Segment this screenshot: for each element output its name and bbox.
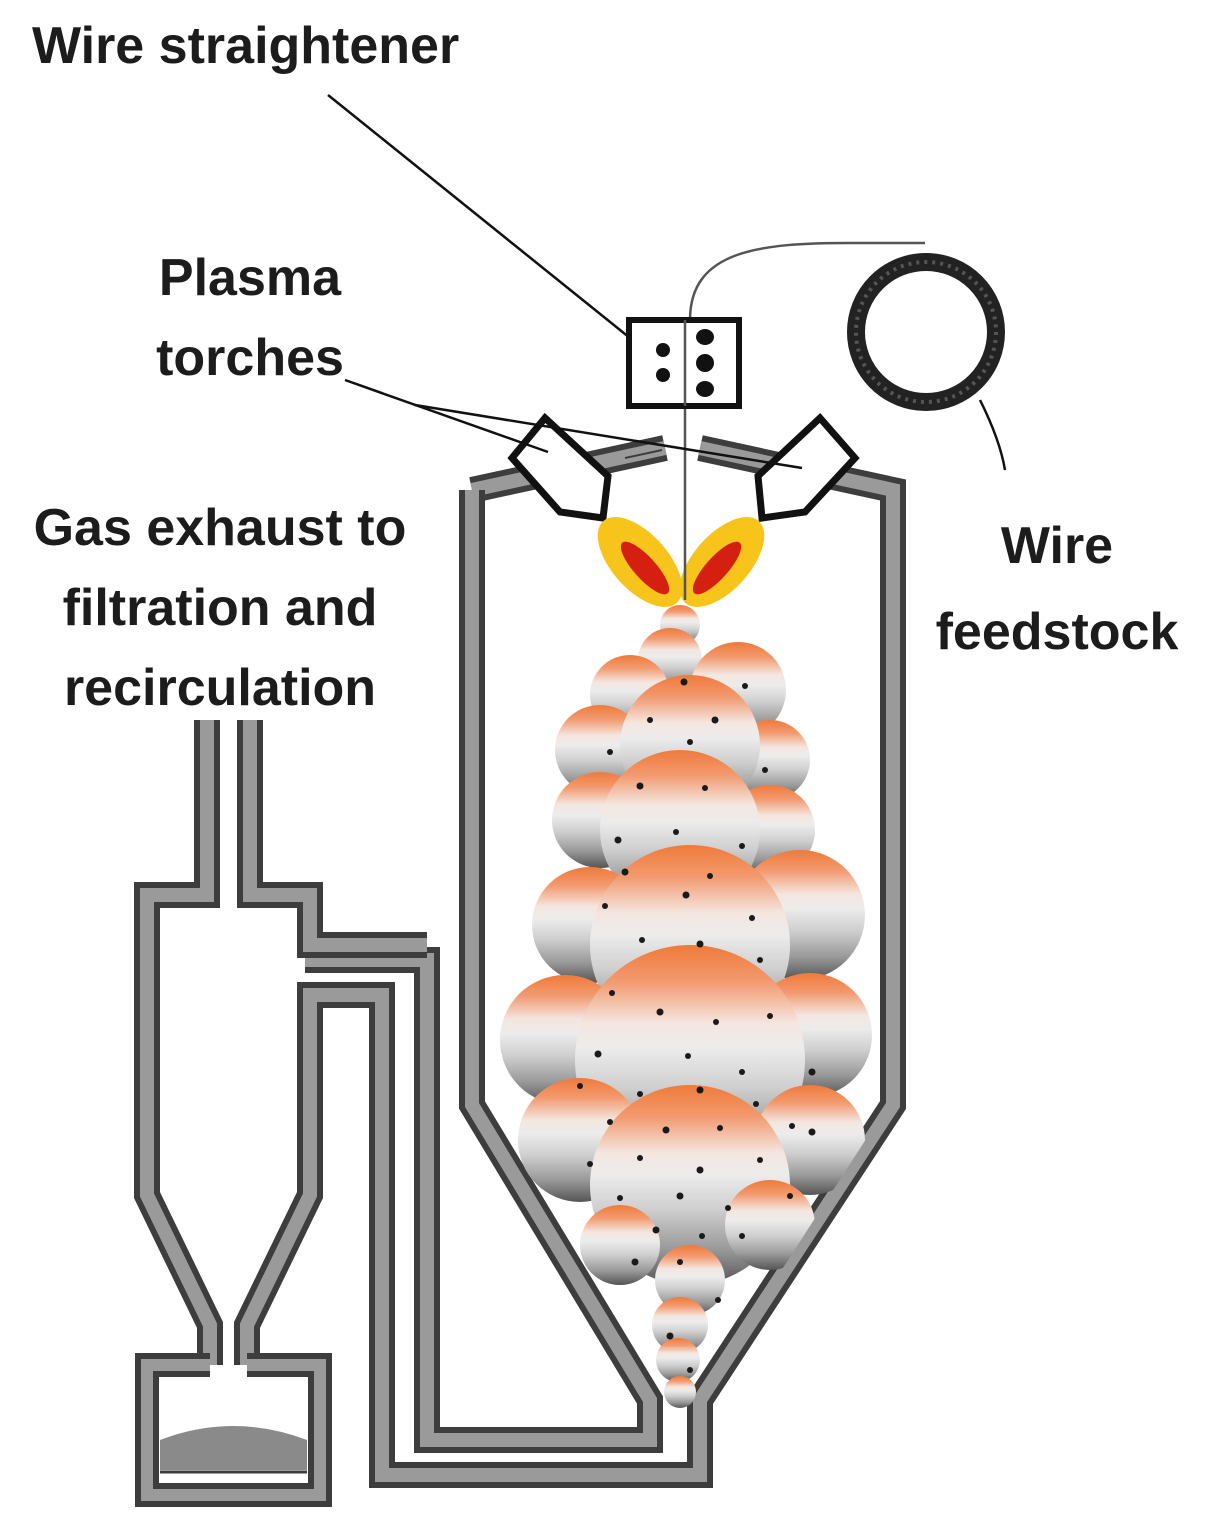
particles xyxy=(577,678,816,1373)
torches-leader-right xyxy=(414,403,803,470)
particle xyxy=(739,843,745,849)
particle xyxy=(808,1128,816,1136)
particle xyxy=(662,1126,670,1134)
label-plasma-torches-line-1: Plasma xyxy=(158,249,342,307)
atomization-chamber xyxy=(305,435,906,1488)
label-wire-straightener: Wire straightener xyxy=(32,20,552,72)
particle xyxy=(717,1125,723,1131)
particle xyxy=(696,1086,704,1094)
label-wire-straightener-text: Wire straightener xyxy=(32,17,460,75)
left-plasma-jet xyxy=(597,517,683,607)
straightener-leader xyxy=(327,94,631,339)
particle xyxy=(577,1083,583,1089)
label-gas-exhaust-line-3: recirculation xyxy=(63,659,377,717)
particle xyxy=(636,782,644,790)
particle xyxy=(621,868,629,876)
particle xyxy=(594,1050,602,1058)
torches-leader-left xyxy=(344,378,549,454)
particle xyxy=(687,739,693,745)
particle xyxy=(587,1161,593,1167)
particle xyxy=(607,1119,613,1125)
particle xyxy=(682,891,690,899)
particle xyxy=(656,1008,664,1016)
particle xyxy=(652,1226,660,1234)
right-plasma-torch xyxy=(754,412,860,522)
label-wire-feedstock: Wire feedstock xyxy=(912,503,1202,675)
label-wire-feedstock-line-2: feedstock xyxy=(935,603,1179,661)
particle xyxy=(696,940,704,948)
feedstock-leader xyxy=(978,399,1007,471)
particle xyxy=(687,1367,693,1373)
cyclone-separator xyxy=(134,720,427,1365)
particle xyxy=(749,915,755,921)
label-gas-exhaust: Gas exhaust to filtration and recirculat… xyxy=(0,488,440,728)
particle xyxy=(614,836,622,844)
leader-lines xyxy=(327,94,1007,471)
particle xyxy=(713,1019,719,1025)
particle xyxy=(757,957,763,963)
label-gas-exhaust-line-2: filtration and xyxy=(62,579,378,637)
particle xyxy=(666,1332,674,1340)
left-plasma-torch xyxy=(507,412,612,522)
right-plasma-jet xyxy=(679,517,765,607)
particle xyxy=(725,1205,731,1211)
powder-plume xyxy=(500,605,872,1408)
label-wire-feedstock-line-1: Wire xyxy=(1000,517,1114,575)
particle xyxy=(702,785,708,791)
particle xyxy=(637,1155,643,1161)
particle xyxy=(602,903,608,909)
wire-spool xyxy=(847,253,1005,411)
particle xyxy=(757,1157,763,1163)
powder-collector xyxy=(135,1353,332,1507)
particle xyxy=(609,990,615,996)
particle xyxy=(696,1166,704,1174)
particle xyxy=(673,829,679,835)
particle xyxy=(707,873,713,879)
particle xyxy=(680,678,688,686)
collected-powder xyxy=(160,1426,307,1470)
particle xyxy=(739,1233,745,1239)
particle xyxy=(676,1192,684,1200)
label-plasma-torches: Plasma torches xyxy=(120,238,380,398)
particle xyxy=(639,937,645,943)
particle xyxy=(753,1101,759,1107)
particle xyxy=(699,1233,705,1239)
label-plasma-torches-line-2: torches xyxy=(156,329,344,387)
particle xyxy=(715,1297,721,1303)
particle xyxy=(711,716,719,724)
wire-straightener xyxy=(626,317,742,409)
particle xyxy=(739,1069,745,1075)
particle xyxy=(762,767,768,773)
particle xyxy=(617,1195,623,1201)
particle xyxy=(631,1258,639,1266)
particle xyxy=(789,1123,795,1129)
particle xyxy=(742,683,748,689)
label-gas-exhaust-line-1: Gas exhaust to xyxy=(33,499,407,557)
particle xyxy=(767,1013,773,1019)
particle xyxy=(637,1091,643,1097)
particle xyxy=(787,1193,793,1199)
particle xyxy=(808,1068,816,1076)
particle xyxy=(685,1053,691,1059)
particle xyxy=(647,717,653,723)
particle xyxy=(677,1259,683,1265)
chamber-roof xyxy=(624,449,663,459)
particle xyxy=(607,749,613,755)
